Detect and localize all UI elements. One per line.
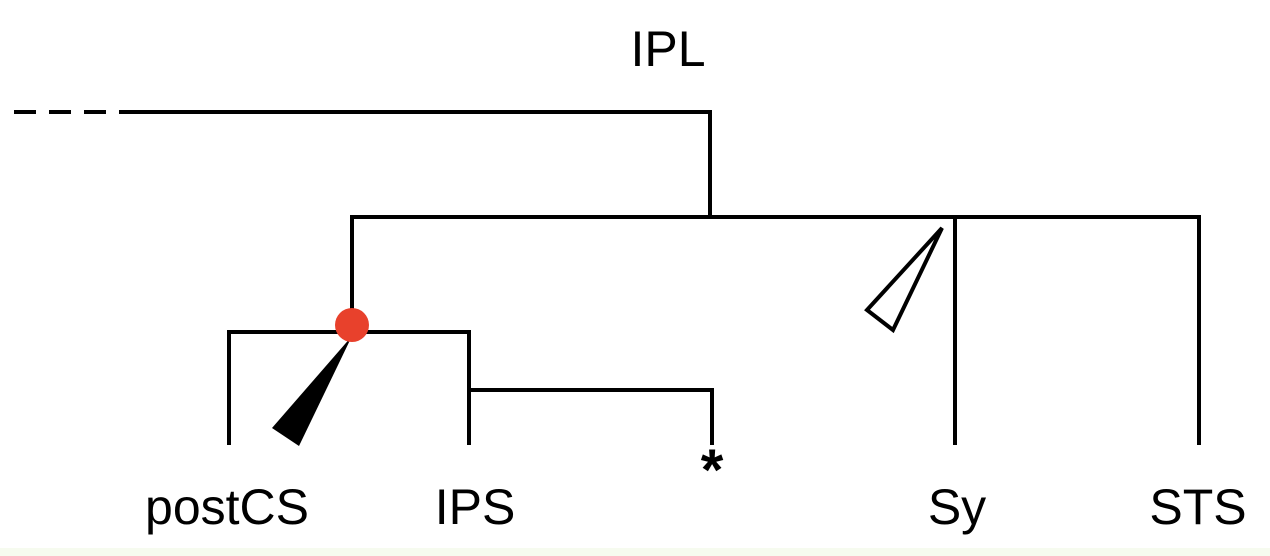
node-dot xyxy=(335,308,369,342)
label-root-ipl: IPL xyxy=(630,21,705,77)
star-marker: * xyxy=(701,438,724,503)
label-sts: STS xyxy=(1149,479,1246,535)
footer-strip xyxy=(0,548,1270,556)
label-postcs: postCS xyxy=(145,479,309,535)
star-branch xyxy=(467,388,714,445)
open-wedge-marker xyxy=(864,226,944,334)
filled-wedge-marker xyxy=(272,336,352,446)
root-branch xyxy=(138,110,712,219)
label-ips: IPS xyxy=(435,479,516,535)
label-sy: Sy xyxy=(928,479,986,535)
